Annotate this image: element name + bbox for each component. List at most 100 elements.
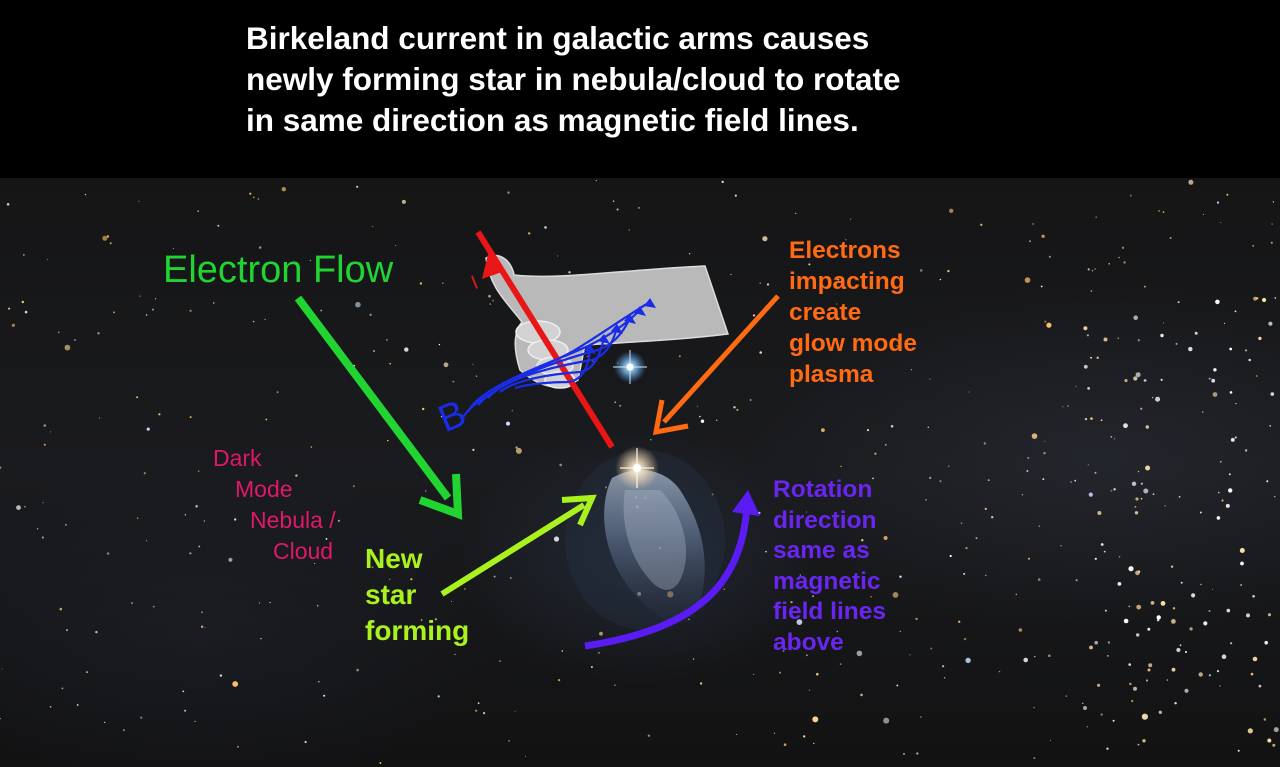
background-star <box>1234 436 1237 439</box>
background-star <box>145 314 148 316</box>
background-star <box>472 364 474 365</box>
background-star <box>619 404 622 407</box>
background-star <box>1267 738 1272 743</box>
background-star <box>711 493 714 496</box>
nebula-cloud <box>565 450 725 630</box>
background-star <box>1135 570 1140 576</box>
background-star <box>58 331 60 334</box>
background-star <box>472 448 475 451</box>
background-star <box>379 762 382 764</box>
background-star <box>1221 654 1227 659</box>
background-star <box>1107 641 1111 644</box>
background-star <box>1097 511 1102 515</box>
background-star <box>1046 322 1052 328</box>
new-star-line: forming <box>365 615 470 646</box>
background-star <box>1118 256 1120 259</box>
background-star <box>1248 358 1251 362</box>
background-star <box>963 572 966 575</box>
background-star <box>1043 452 1046 455</box>
background-star <box>22 253 25 256</box>
background-star <box>1172 607 1176 610</box>
background-star <box>232 681 239 687</box>
background-star <box>1252 595 1255 598</box>
background-star <box>942 665 945 668</box>
background-star <box>204 627 206 629</box>
background-star <box>1220 222 1222 223</box>
background-star <box>1048 255 1051 258</box>
background-star <box>699 682 703 685</box>
background-star <box>638 207 640 209</box>
background-star <box>759 351 762 354</box>
background-star <box>1176 647 1181 653</box>
background-star <box>915 617 918 621</box>
background-star <box>475 709 478 712</box>
background-star <box>850 549 853 552</box>
blue-star <box>613 350 647 384</box>
background-star <box>510 577 512 579</box>
background-star <box>1212 588 1214 591</box>
background-star <box>106 235 110 238</box>
background-star <box>1256 297 1259 300</box>
background-star <box>258 246 262 249</box>
background-star <box>24 310 28 314</box>
background-star <box>1038 525 1040 527</box>
background-star <box>1226 193 1229 196</box>
background-star <box>1240 561 1244 566</box>
background-star <box>1170 565 1174 568</box>
background-star <box>1200 583 1202 586</box>
background-star <box>839 663 842 665</box>
background-star <box>1117 582 1122 586</box>
background-star <box>1247 728 1253 734</box>
background-star <box>1264 640 1268 645</box>
background-star <box>1121 246 1125 249</box>
background-star <box>65 629 69 632</box>
background-star <box>1273 727 1279 733</box>
background-star <box>1253 296 1257 301</box>
background-star <box>356 668 359 672</box>
background-star <box>1029 240 1031 243</box>
background-star <box>808 689 811 691</box>
background-star <box>559 463 562 467</box>
background-star <box>1094 557 1097 560</box>
background-star <box>195 505 198 508</box>
background-star <box>561 650 564 652</box>
background-star <box>1075 579 1078 582</box>
background-star <box>983 442 986 445</box>
background-star <box>395 245 397 246</box>
background-star <box>1240 584 1242 586</box>
background-star <box>678 355 681 358</box>
background-star <box>1162 211 1165 213</box>
background-star <box>1221 499 1224 502</box>
background-star <box>779 671 782 674</box>
background-star <box>511 410 513 412</box>
background-star <box>939 278 942 281</box>
background-star <box>189 309 192 312</box>
background-star <box>947 269 950 273</box>
background-star <box>1110 489 1113 492</box>
background-star <box>1147 627 1151 631</box>
background-star <box>692 658 695 660</box>
background-star <box>258 602 261 604</box>
background-star <box>86 671 88 674</box>
background-star <box>139 295 141 297</box>
background-star <box>558 679 561 682</box>
background-star <box>189 416 192 419</box>
background-star <box>203 520 205 522</box>
background-star <box>1237 749 1240 752</box>
background-star <box>419 282 423 285</box>
background-star <box>1166 679 1169 681</box>
background-star <box>1198 672 1203 677</box>
background-star <box>1160 333 1164 338</box>
background-star <box>846 612 849 615</box>
rotation-line: field lines <box>773 598 887 625</box>
rotation-line: magnetic <box>773 567 881 595</box>
background-star <box>1216 516 1221 520</box>
background-star <box>1086 334 1089 337</box>
background-star <box>437 695 440 698</box>
background-star <box>1103 337 1108 342</box>
background-star <box>1258 684 1262 688</box>
background-star <box>861 539 864 542</box>
background-star <box>1140 407 1143 410</box>
background-star <box>1267 613 1272 617</box>
background-star <box>1271 223 1273 225</box>
